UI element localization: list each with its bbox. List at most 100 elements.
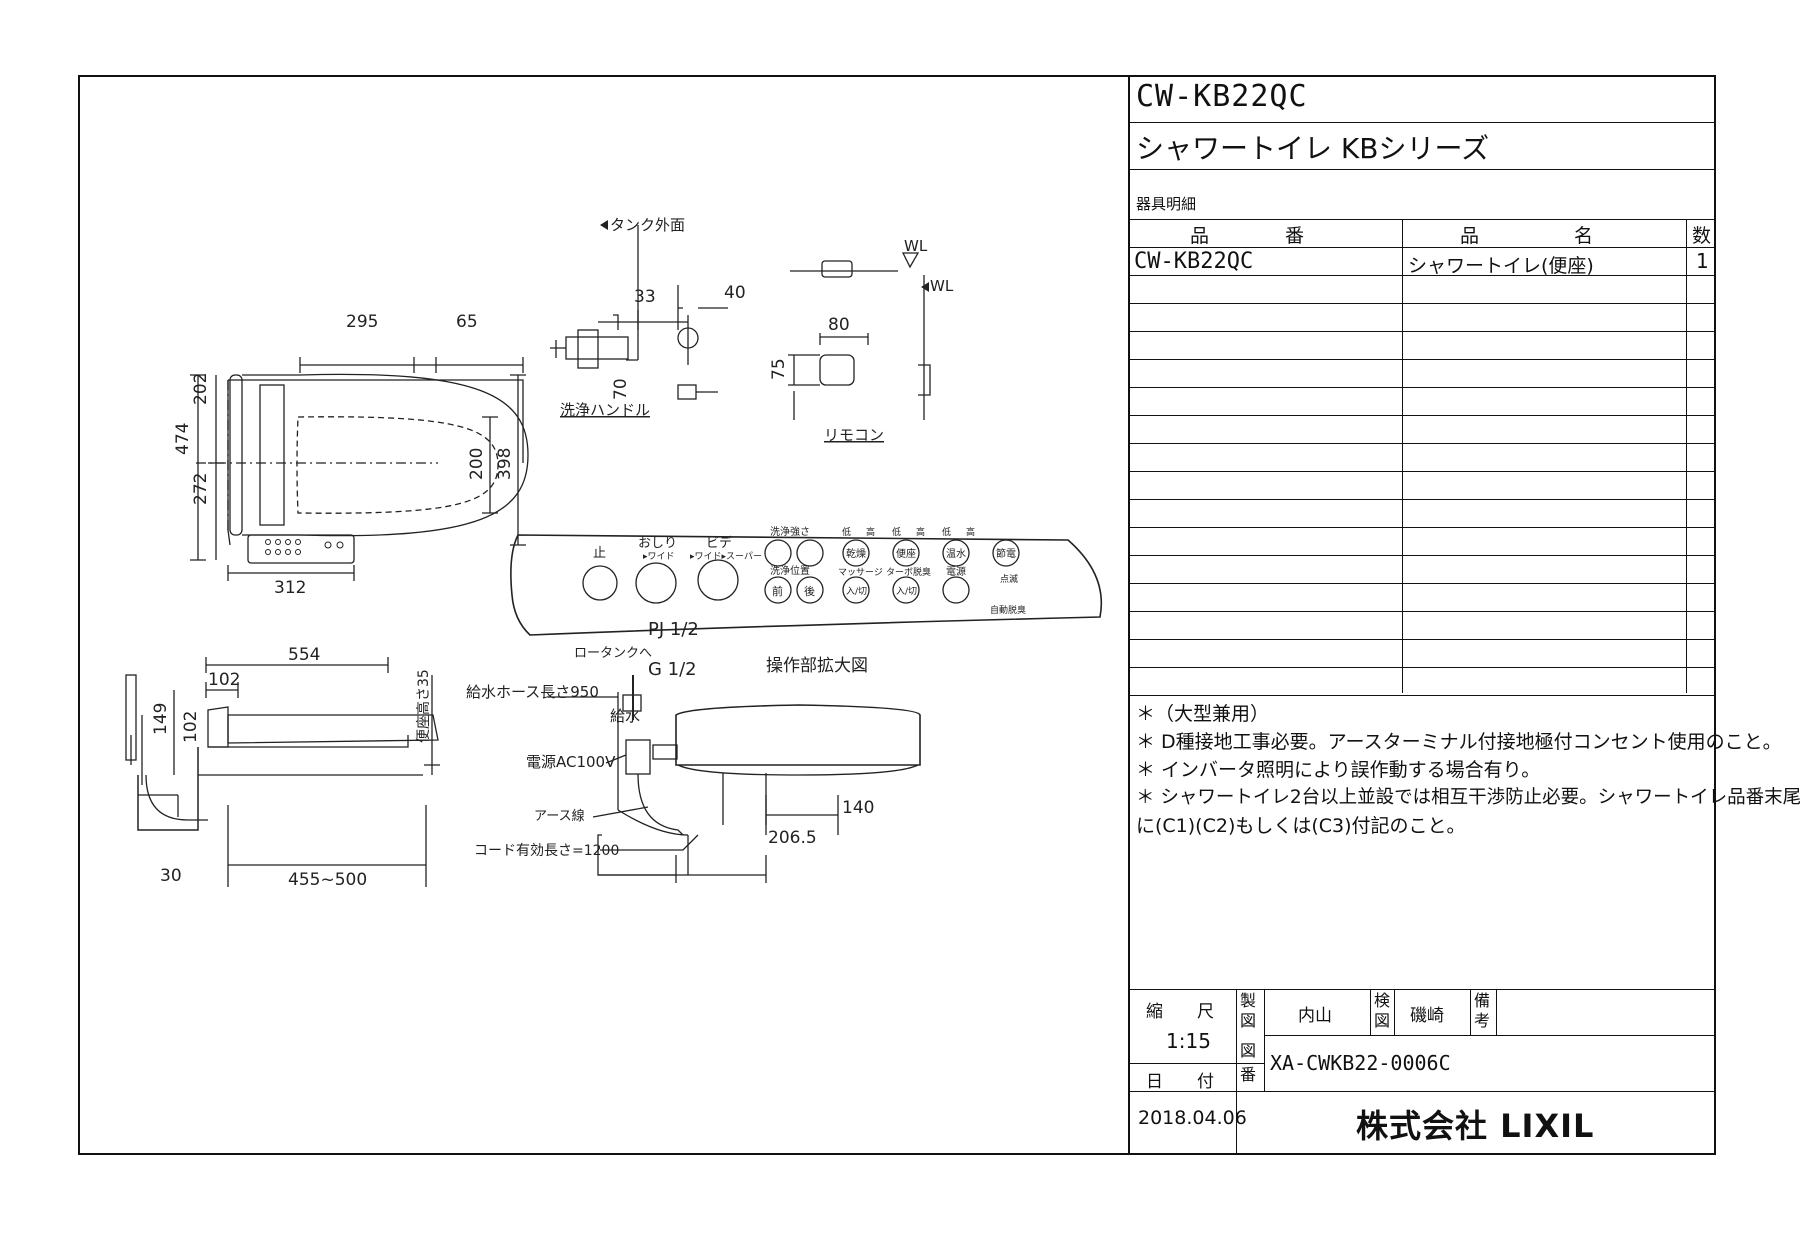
zuban-label: 図番 [1240,1041,1257,1084]
parts-header: 器具明細 [1136,195,1197,213]
btn-massage: マッサージ [838,567,883,578]
dim-398: 398 [495,448,515,480]
btn-front: 前 [772,584,783,598]
svg-text:高: 高 [966,526,975,538]
col-qty: 数 [1692,225,1712,247]
wl-label-1: WL [904,237,928,255]
dim-33: 33 [634,287,656,307]
dim-206-5: 206.5 [768,828,817,848]
btn-power: 電源 [946,565,966,578]
btn-bidet-sub: ▸ワイド▸スーパー [690,551,762,562]
col-part-name: 品 名 [1460,225,1594,247]
note-3: ＊ インバータ照明により誤作動する場合有り。 [1136,759,1541,781]
btn-wash-strength: 洗浄強さ [770,525,810,538]
svg-text:低: 低 [842,526,851,538]
btn-turbo: ターボ脱臭 [886,566,931,578]
company-name: 株式会社 LIXIL [1356,1107,1595,1145]
svg-text:低: 低 [942,526,951,538]
dim-75: 75 [769,358,789,380]
signature-block: 縮 尺 1:15 日 付 2018.04.06 製図 内山 検図 磯崎 備考 図… [1130,989,1716,1153]
dim-40: 40 [724,283,746,303]
earth-label: アース線 [534,808,585,824]
table-row-line [1130,555,1716,556]
scale-value: 1:15 [1166,1029,1211,1053]
btn-onoff1: 入/切 [846,586,867,597]
supply-view [597,675,921,883]
flush-handle-label: 洗浄ハンドル [560,401,650,419]
dim-70: 70 [611,378,631,400]
row-qty: 1 [1696,249,1709,273]
table-row-line [1130,527,1716,528]
date-label: 日 付 [1146,1072,1214,1092]
dim-200: 200 [467,448,487,480]
date-value: 2018.04.06 [1138,1107,1247,1129]
operation-panel [510,534,1103,636]
low-high-labels: 低 高 低 高 低 高 [842,526,975,538]
svg-text:高: 高 [866,526,875,538]
table-row-line [1130,611,1716,612]
title-block: CW-KB22QC シャワートイレ KBシリーズ 器具明細 品 番 品 名 数 … [1128,75,1801,1155]
parts-table: 品 番 品 名 数 CW-KB22QC シャワートイレ(便座) 1 [1130,219,1716,696]
dim-102a: 102 [208,670,240,690]
table-row-line [1130,471,1716,472]
table-row-line [1130,275,1716,276]
pj-label: PJ 1/2 [648,619,699,640]
kenz-label: 検図 [1374,991,1391,1030]
table-row-line [1130,303,1716,304]
table-row-line [1130,583,1716,584]
btn-wash-pos: 洗浄位置 [770,564,810,577]
table-row-line [1130,499,1716,500]
cord-label: コード有効長さ=1200 [474,843,619,859]
dim-554: 554 [288,645,320,665]
product-name: シャワートイレ KBシリーズ [1136,132,1490,165]
dim-149: 149 [151,703,171,735]
note-2: ＊ D種接地工事必要。アースターミナル付接地極付コンセント使用のこと。 [1136,731,1782,753]
kenz-name: 磯崎 [1410,1006,1444,1026]
supply-label: 給水 [610,707,640,725]
dim-140: 140 [842,798,874,818]
dim-455: 455~500 [288,870,367,890]
table-row-line [1130,695,1716,696]
scale-label: 縮 尺 [1146,1002,1214,1022]
btn-seiketsu: 点滅 [1000,573,1018,585]
table-row-line [1130,359,1716,360]
dim-80: 80 [828,315,850,335]
row-part-name: シャワートイレ(便座) [1408,255,1594,277]
remote-label: リモコン [824,426,884,444]
dim-102b: 102 [181,711,201,743]
note-4: ＊ シャワートイレ2台以上並設では相互干渉防止必要。シャワートイレ品番末尾 [1136,787,1801,808]
table-row-line [1130,443,1716,444]
model-number: CW-KB22QC [1136,79,1308,114]
seiz-name: 内山 [1298,1006,1332,1026]
table-row-line [1130,639,1716,640]
col-part-no: 品 番 [1190,225,1305,247]
btn-warm: 温水 [946,548,966,560]
btn-save: 節電 [996,547,1016,560]
technical-drawing: 295 65 474 202 272 200 398 312 タンク外面 33 … [125,216,1103,890]
btn-seat: 便座 [896,547,916,560]
remote-view [788,252,931,420]
dim-65: 65 [456,312,478,332]
table-row-line [1130,331,1716,332]
notes: ＊（大型兼用） ＊ D種接地工事必要。アースターミナル付接地極付コンセント使用の… [1130,693,1801,993]
hose-label: 給水ホース長さ950 [466,683,599,701]
dim-30: 30 [160,866,182,886]
dim-35: 便座高さ35 [415,669,432,743]
seiz-label: 製図 [1240,991,1257,1030]
btn-oshiri-sub: ▸ワイド [643,552,675,562]
btn-dry: 乾燥 [846,547,866,560]
note-1: ＊（大型兼用） [1136,703,1270,725]
biko-label: 備考 [1474,991,1491,1030]
table-row-line [1130,387,1716,388]
btn-auto: 自動脱臭 [990,604,1026,616]
table-row-line [1130,667,1716,668]
btn-onoff2: 入/切 [896,586,917,597]
btn-oshiri: おしり [638,536,677,551]
svg-text:低: 低 [892,526,901,538]
g12-label: G 1/2 [648,659,697,680]
btn-stop: 止 [593,546,606,561]
flush-handle-view [550,225,728,400]
dim-295: 295 [346,312,378,332]
side-view [125,657,440,887]
btn-bidet: ビデ [706,535,732,551]
